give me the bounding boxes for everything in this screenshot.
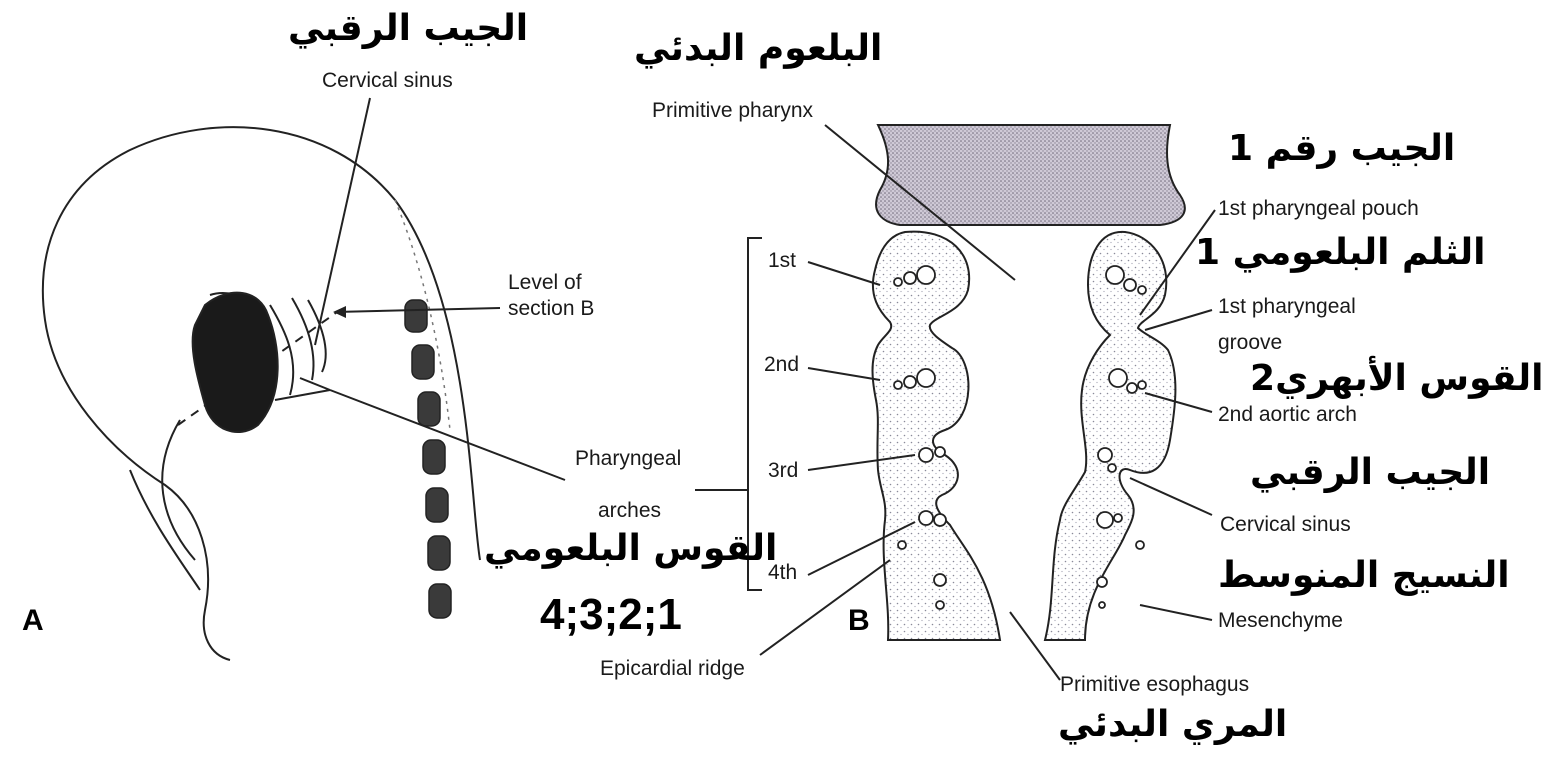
arabic-cervical-sinus-a: الجيب الرقبي [288, 8, 528, 49]
label-pharyngeal-arches-line2: arches [598, 498, 661, 523]
arabic-groove-1: الثلم البلعومي 1 [1195, 232, 1485, 273]
label-mesenchyme: Mesenchyme [1218, 608, 1343, 633]
arabic-cervical-sinus-b: الجيب الرقبي [1250, 452, 1490, 493]
label-primitive-pharynx: Primitive pharynx [652, 98, 813, 123]
label-primitive-esophagus: Primitive esophagus [1060, 672, 1249, 697]
label-cervical-sinus-b: Cervical sinus [1220, 512, 1351, 537]
label-arch-2nd: 2nd [764, 352, 799, 377]
label-epicardial-ridge: Epicardial ridge [600, 656, 745, 681]
arabic-aortic-arch-2: القوس الأبهري2 [1250, 358, 1543, 399]
label-second-aortic-arch: 2nd aortic arch [1218, 402, 1357, 427]
label-level-of-section-line1: Level of [508, 270, 582, 295]
label-cervical-sinus-a: Cervical sinus [322, 68, 453, 93]
arabic-primitive-pharynx: البلعوم البدئي [634, 28, 882, 69]
arabic-pharyngeal-arch: القوس البلعومي [484, 528, 777, 569]
arabic-primitive-esophagus: المري البدئي [1058, 704, 1287, 745]
label-pharyngeal-arches-line1: Pharyngeal [575, 446, 681, 471]
label-first-pharyngeal-groove-line1: 1st pharyngeal [1218, 294, 1356, 319]
panel-a-label: A [22, 604, 44, 638]
label-first-pharyngeal-groove-line2: groove [1218, 330, 1282, 355]
panel-b-label: B [848, 604, 870, 638]
label-arch-1st: 1st [768, 248, 796, 273]
arabic-pouch-1: الجيب رقم 1 [1228, 128, 1455, 169]
label-arch-3rd: 3rd [768, 458, 798, 483]
somite-column [405, 300, 451, 618]
label-first-pharyngeal-pouch: 1st pharyngeal pouch [1218, 196, 1419, 221]
top-tissue-mass [876, 125, 1185, 225]
dark-arch-region [193, 293, 278, 432]
label-level-of-section-line2: section B [508, 296, 594, 321]
arabic-arch-numbers: 4;3;2;1 [540, 590, 682, 640]
arabic-mesenchyme: النسيج المنوسط [1218, 555, 1510, 596]
